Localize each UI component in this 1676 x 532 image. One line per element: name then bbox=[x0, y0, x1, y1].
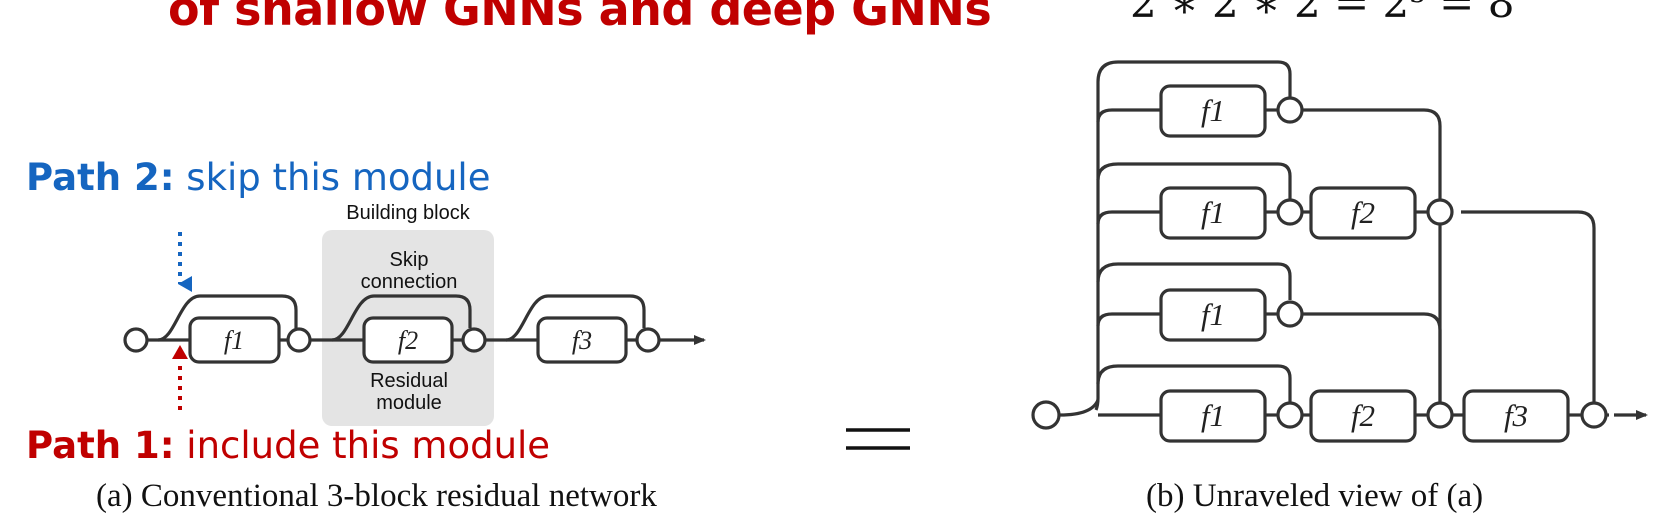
skip-arc-2 bbox=[331, 294, 472, 342]
row4-sum-node-2 bbox=[1426, 401, 1454, 429]
building-block-label: Building block bbox=[346, 202, 470, 224]
path2-text: skip this module bbox=[174, 156, 491, 199]
unraveled-input-node bbox=[1031, 400, 1061, 430]
branch-row4-skip bbox=[1096, 364, 1292, 402]
row2-sum-node-1 bbox=[1276, 198, 1304, 226]
block-f3 bbox=[536, 316, 628, 364]
path1-label: Path 1: include this module bbox=[26, 424, 550, 467]
row3-out bbox=[1302, 312, 1442, 404]
row4-sum-node-1 bbox=[1276, 401, 1304, 429]
block-f2 bbox=[362, 316, 454, 364]
residual-module-label-2: module bbox=[376, 392, 442, 414]
skip-arc-3 bbox=[505, 294, 646, 342]
row2-sum-node-2 bbox=[1426, 198, 1454, 226]
path-count-formula: 2 ∗ 2 ∗ 2 = 23 = 8 bbox=[1130, 0, 1514, 27]
residual-network-diagram: Building block Skip connection Residual … bbox=[123, 202, 706, 426]
sum-node-1 bbox=[286, 327, 312, 353]
branch-row3-skip bbox=[1096, 262, 1292, 300]
row4-f1-label: f1 bbox=[1201, 398, 1225, 433]
path2-key: Path 2: bbox=[26, 156, 175, 199]
row2-out bbox=[1461, 210, 1596, 404]
skip-arc-1 bbox=[157, 294, 298, 342]
formula-base: 2 ∗ 2 ∗ 2 = 2 bbox=[1130, 0, 1410, 27]
row1-out bbox=[1302, 108, 1442, 404]
sum-node-3 bbox=[635, 327, 661, 353]
row4-sum-node-3 bbox=[1580, 401, 1608, 429]
skip-connection-label-1: Skip bbox=[390, 249, 429, 271]
caption-b: (b) Unraveled view of (a) bbox=[1146, 478, 1484, 514]
equals-sign bbox=[846, 428, 910, 450]
sum-node-2 bbox=[461, 327, 487, 353]
block-f1-label: f1 bbox=[224, 326, 244, 355]
path1-key: Path 1: bbox=[26, 424, 175, 467]
slide-title: of shallow GNNs and deep GNNs bbox=[168, 0, 992, 36]
path1-text: include this module bbox=[174, 424, 551, 467]
block-f1 bbox=[188, 316, 281, 364]
formula-exponent: 3 bbox=[1409, 0, 1426, 9]
row1-f1-label: f1 bbox=[1201, 93, 1225, 128]
row2-f2-label: f2 bbox=[1351, 195, 1375, 230]
row3-f1-label: f1 bbox=[1201, 297, 1225, 332]
formula-result: = 8 bbox=[1425, 0, 1515, 27]
block-f2-label: f2 bbox=[398, 326, 418, 355]
branch-row3-in bbox=[1096, 312, 1161, 327]
skip-connection-label-2: connection bbox=[361, 271, 458, 293]
input-node bbox=[123, 327, 149, 353]
residual-module-label-1: Residual bbox=[370, 370, 448, 392]
block-f3-label: f3 bbox=[572, 326, 592, 355]
unraveled-diagram: f1 f1 f2 f1 f1 f2 f3 bbox=[1031, 60, 1648, 443]
branch-row1-in bbox=[1096, 108, 1161, 123]
row4-f3-label: f3 bbox=[1504, 398, 1528, 433]
row1-sum-node bbox=[1276, 96, 1304, 124]
branch-row2-in bbox=[1096, 210, 1161, 225]
row4-f2-label: f2 bbox=[1351, 398, 1375, 433]
row3-sum-node bbox=[1276, 300, 1304, 328]
caption-a: (a) Conventional 3-block residual networ… bbox=[96, 478, 657, 514]
branch-row4-in bbox=[1059, 399, 1161, 417]
path2-label: Path 2: skip this module bbox=[26, 156, 490, 199]
branch-row2-skip bbox=[1096, 162, 1292, 200]
path1-arrowhead bbox=[172, 345, 188, 359]
row2-f1-label: f1 bbox=[1201, 195, 1225, 230]
